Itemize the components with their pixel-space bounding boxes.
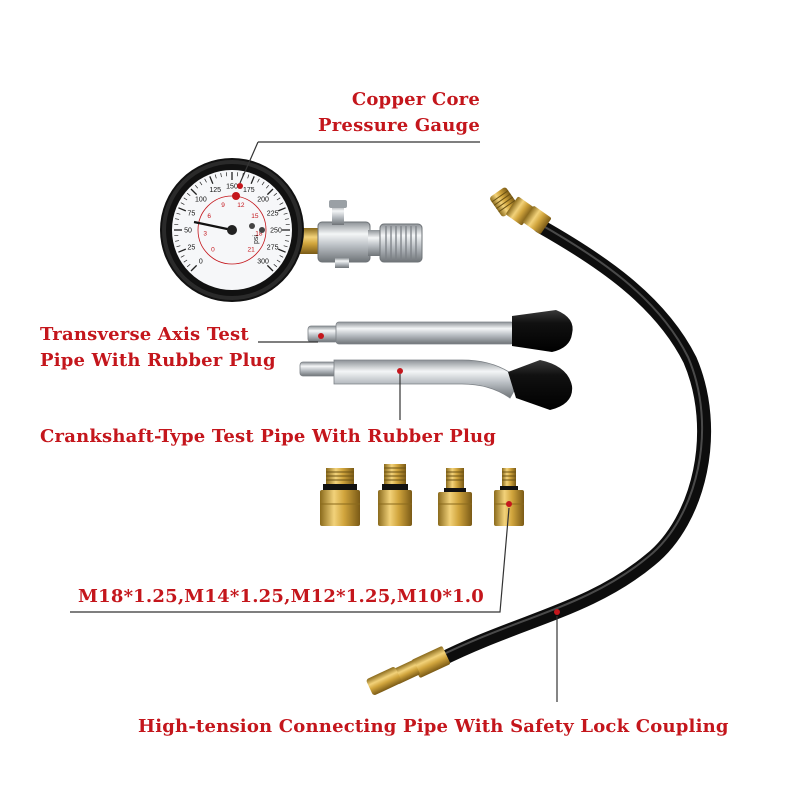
gauge-tick bbox=[276, 259, 281, 263]
gauge-tick bbox=[214, 174, 217, 179]
gauge-tick bbox=[283, 212, 288, 215]
gauge-tick bbox=[220, 173, 222, 178]
adapter-m14 bbox=[378, 464, 412, 526]
gauge-tick bbox=[276, 197, 281, 201]
gauge-inner-scale: 0 3 6 9 12 15 18 21 bbox=[203, 202, 262, 254]
adapter-set bbox=[320, 464, 524, 526]
gauge-outer-tick-label: 250 bbox=[270, 227, 282, 234]
gauge-label-line1: Copper Core bbox=[351, 89, 480, 110]
gauge-unit: psi bbox=[253, 235, 260, 244]
hose-top-fitting bbox=[490, 187, 551, 234]
quick-coupler bbox=[290, 200, 423, 268]
gauge-tick bbox=[178, 248, 187, 253]
gauge-outer-tick-label: 125 bbox=[209, 187, 221, 194]
gauge-tick bbox=[186, 263, 191, 268]
gauge-outer-tick-label: 150 bbox=[226, 183, 238, 190]
adapters-label: M18*1.25,M14*1.25,M12*1.25,M10*1.0 bbox=[78, 586, 484, 607]
gauge-tick bbox=[277, 248, 286, 253]
gauge-dial bbox=[174, 172, 290, 272]
hose-bottom-fitting bbox=[366, 646, 450, 695]
gauge-inner-tick-label: 9 bbox=[221, 202, 225, 209]
gauge-inner-tick-label: 12 bbox=[237, 202, 245, 209]
gauge-tick bbox=[266, 188, 274, 196]
gauge-tick bbox=[266, 264, 274, 272]
gauge-tick bbox=[209, 176, 214, 185]
gauge-tick bbox=[194, 184, 199, 189]
gauge-tick bbox=[183, 197, 188, 201]
gauge-tick bbox=[279, 202, 284, 205]
gauge-outer-tick-label: 50 bbox=[184, 227, 192, 234]
gauge-tick bbox=[204, 178, 207, 183]
gauge-outer-tick-label: 300 bbox=[257, 259, 269, 266]
adapter-m10 bbox=[494, 468, 524, 526]
gauge-tick bbox=[175, 240, 180, 242]
gauge-outer-tick-label: 175 bbox=[243, 187, 255, 194]
crankshaft-label: Crankshaft-Type Test Pipe With Rubber Pl… bbox=[40, 426, 497, 447]
gauge-tick bbox=[283, 245, 288, 248]
gauge-outer-tick-label: 75 bbox=[187, 211, 195, 218]
gauge-tick bbox=[265, 184, 270, 189]
gauge-tick bbox=[178, 207, 187, 212]
gauge-tick bbox=[180, 202, 185, 205]
gauge-tick bbox=[175, 218, 180, 220]
gauge-needle bbox=[193, 220, 233, 232]
gauge-outer-tick-label: 25 bbox=[187, 244, 195, 251]
high-tension-hose bbox=[366, 187, 712, 695]
gauge-tick bbox=[180, 255, 185, 258]
gauge-tick bbox=[190, 264, 198, 272]
gauge-leader bbox=[237, 141, 480, 189]
gauge-inner-tick-label: 18 bbox=[255, 230, 263, 237]
gauge-tick bbox=[279, 255, 284, 258]
gauge-outer-tick-label: 200 bbox=[257, 196, 269, 203]
gauge-tick bbox=[273, 263, 278, 268]
gauge-tick bbox=[186, 192, 191, 197]
hose-label: High-tension Connecting Pipe With Safety… bbox=[138, 716, 729, 737]
gauge-outer-tick-label: 100 bbox=[195, 196, 207, 203]
gauge-tick bbox=[277, 207, 286, 212]
adapters-leader bbox=[70, 507, 510, 613]
gauge-tick bbox=[273, 192, 278, 197]
gauge-tick bbox=[257, 178, 260, 183]
straight-test-pipe bbox=[307, 310, 573, 352]
gauge-inner-tick-label: 6 bbox=[207, 213, 211, 220]
gauge-inner-tick-label: 21 bbox=[247, 246, 255, 253]
gauge-tick bbox=[183, 259, 188, 263]
adapter-m12 bbox=[438, 468, 472, 526]
gauge-tick bbox=[284, 240, 289, 242]
gauge-tick bbox=[176, 212, 181, 215]
gauge-inner-tick-label: 3 bbox=[203, 230, 207, 237]
gauge-label-line2: Pressure Gauge bbox=[318, 115, 480, 136]
gauge-outer-tick-label: 0 bbox=[199, 259, 203, 266]
gauge-inner-tick-label: 0 bbox=[211, 246, 215, 253]
transverse-label-line2: Pipe With Rubber Plug bbox=[40, 350, 276, 371]
gauge-tick bbox=[199, 181, 203, 186]
angled-test-pipe bbox=[299, 359, 573, 410]
gauge-tick bbox=[261, 181, 265, 186]
gauge-outer-tick-label: 275 bbox=[267, 244, 279, 251]
gauge-tick bbox=[250, 176, 255, 185]
gauge-tick bbox=[176, 245, 181, 248]
gauge-inner-tick-label: 15 bbox=[251, 213, 259, 220]
gauge-outer-tick-label: 225 bbox=[267, 211, 279, 218]
gauge-tick bbox=[247, 174, 250, 179]
transverse-label-line1: Transverse Axis Test bbox=[40, 324, 249, 345]
gauge-tick bbox=[190, 188, 198, 196]
adapter-m18 bbox=[320, 468, 360, 526]
gauge-tick bbox=[284, 218, 289, 220]
